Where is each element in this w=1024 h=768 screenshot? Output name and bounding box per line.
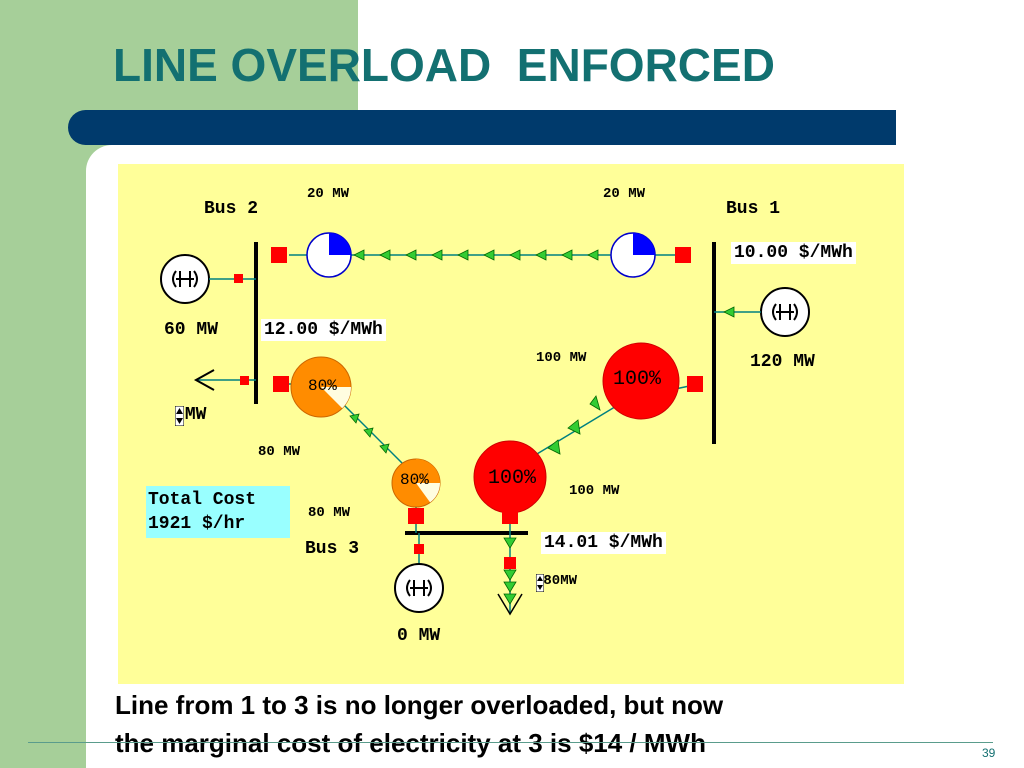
bus2-load: 0MW xyxy=(174,405,207,426)
bus2-load-unit: MW xyxy=(184,405,207,425)
line-1-2-pie-left xyxy=(306,232,352,278)
bus3-generator-icon xyxy=(394,563,444,613)
line-2-3-pie-top xyxy=(290,356,352,418)
total-cost-label: Total Cost xyxy=(148,490,257,510)
flow-arrow-icon xyxy=(723,306,735,318)
diagram-graphics xyxy=(160,232,810,616)
line-1-2-flow-left: 20 MW xyxy=(307,186,350,202)
breaker-icon xyxy=(240,376,249,385)
bus1-price: 10.00 $/MWh xyxy=(731,242,856,264)
breaker-icon xyxy=(504,557,516,569)
footer-line xyxy=(28,742,993,743)
flow-arrow-icon xyxy=(349,413,390,454)
line-1-3-loading-bottom: 100% xyxy=(488,467,537,490)
breaker-icon xyxy=(687,376,703,392)
bus2-generator-icon xyxy=(160,254,210,304)
breaker-icon xyxy=(273,376,289,392)
spinner-icon[interactable] xyxy=(536,574,544,592)
bus3-price: 14.01 $/MWh xyxy=(541,532,666,554)
flow-arrow-icon xyxy=(547,395,601,455)
breaker-icon xyxy=(271,247,691,263)
caption-line-1: Line from 1 to 3 is no longer overloaded… xyxy=(115,690,724,720)
flow-arrow-icon xyxy=(353,249,599,261)
breaker-icon xyxy=(408,508,424,524)
line-2-3-loading-bottom: 80% xyxy=(400,471,429,489)
line-1-3-pie-top xyxy=(602,342,680,420)
total-cost-box: Total Cost 1921 $/hr xyxy=(146,486,290,538)
line-1-2-flow-right: 20 MW xyxy=(603,186,646,202)
one-line-diagram: Bus 2 Bus 1 20 MW 20 MW 10.00 $/MWh 12.0… xyxy=(118,164,904,684)
bus3-generation: 0 MW xyxy=(397,626,441,646)
header-bar xyxy=(68,110,896,145)
line-2-3-loading-top: 80% xyxy=(308,377,337,395)
load-arrow-icon xyxy=(193,369,215,391)
bus1-generation: 120 MW xyxy=(750,352,815,372)
line-2-3-seg-b xyxy=(342,403,404,465)
line-2-3-flow-top: 80 MW xyxy=(258,444,301,460)
page-number: 39 xyxy=(982,746,996,760)
line-1-2-pie-right xyxy=(610,232,656,278)
total-cost-value: 1921 $/hr xyxy=(148,514,246,534)
bus3-load-unit: MW xyxy=(560,573,578,589)
breaker-icon xyxy=(234,274,243,283)
page-title: LINE OVERLOAD ENFORCED xyxy=(113,39,775,91)
line-1-3-loading-top: 100% xyxy=(613,368,662,391)
bus2-price: 12.00 $/MWh xyxy=(261,319,386,341)
breaker-icon xyxy=(414,544,424,554)
bus1-generator-icon xyxy=(760,287,810,337)
line-2-3-pie-bottom xyxy=(391,458,441,508)
bus2-generation: 60 MW xyxy=(164,320,219,340)
slide-caption: Line from 1 to 3 is no longer overloaded… xyxy=(115,686,723,762)
line-2-3-flow-bottom: 80 MW xyxy=(308,505,351,521)
caption-line-2: the marginal cost of electricity at 3 is… xyxy=(115,728,706,758)
bus2-name: Bus 2 xyxy=(204,199,259,219)
breaker-icon xyxy=(502,508,518,524)
line-1-3-flow-top: 100 MW xyxy=(536,350,587,366)
load-arrow-icon xyxy=(497,593,523,616)
bus3-name: Bus 3 xyxy=(305,539,360,559)
spinner-icon[interactable] xyxy=(175,406,184,426)
line-1-3-flow-bottom: 100 MW xyxy=(569,483,620,499)
bus1-name: Bus 1 xyxy=(726,199,781,219)
flow-arrow-icon xyxy=(503,537,517,605)
